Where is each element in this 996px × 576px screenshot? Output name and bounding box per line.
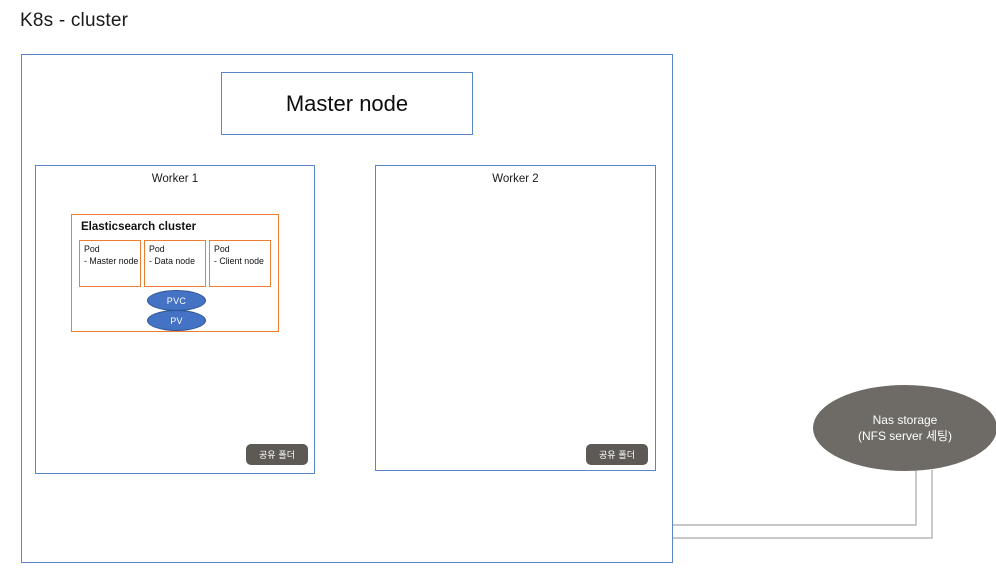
master-node-box[interactable]: Master node <box>221 72 473 135</box>
pod-role-label: - Client node <box>214 255 264 266</box>
pvc-label: PVC <box>166 295 187 306</box>
nas-misspelled-word: Nas <box>872 413 894 428</box>
pod-kind-label: Pod <box>84 244 100 254</box>
pv-ellipse[interactable]: PV <box>147 310 206 331</box>
nas-storage-subtitle: (NFS server 세팅) <box>857 429 953 443</box>
shared-folder-worker1[interactable]: 공유 폴더 <box>246 444 308 465</box>
pod-role-label: - Master node <box>84 255 139 266</box>
pod-kind-label: Pod <box>214 244 230 254</box>
pvc-ellipse[interactable]: PVC <box>147 290 206 311</box>
pod-data-node[interactable]: Pod - Data node <box>144 240 206 287</box>
pod-role-label: - Data node <box>149 255 195 266</box>
shared-folder-worker2[interactable]: 공유 폴더 <box>586 444 648 465</box>
worker-node-2-label: Worker 2 <box>492 173 539 185</box>
master-node-label: Master node <box>285 90 409 116</box>
elasticsearch-cluster-label: Elasticsearch cluster <box>81 221 197 233</box>
nas-storage-ellipse[interactable]: Nas storage (NFS server 세팅) <box>813 385 996 471</box>
nas-storage-title: Nas storage <box>872 412 938 428</box>
shared-folder-label: 공유 폴더 <box>599 451 635 461</box>
page-title: K8s - cluster <box>20 10 129 31</box>
shared-folder-label: 공유 폴더 <box>259 451 295 461</box>
pv-label: PV <box>170 315 183 326</box>
pod-client-node[interactable]: Pod - Client node <box>209 240 271 287</box>
nas-storage-title-suffix: storage <box>893 413 938 427</box>
pod-master-node[interactable]: Pod - Master node <box>79 240 141 287</box>
worker-node-1-label: Worker 1 <box>151 173 199 185</box>
pod-kind-label: Pod <box>149 244 165 254</box>
worker-node-2-box[interactable]: Worker 2 <box>375 165 656 471</box>
